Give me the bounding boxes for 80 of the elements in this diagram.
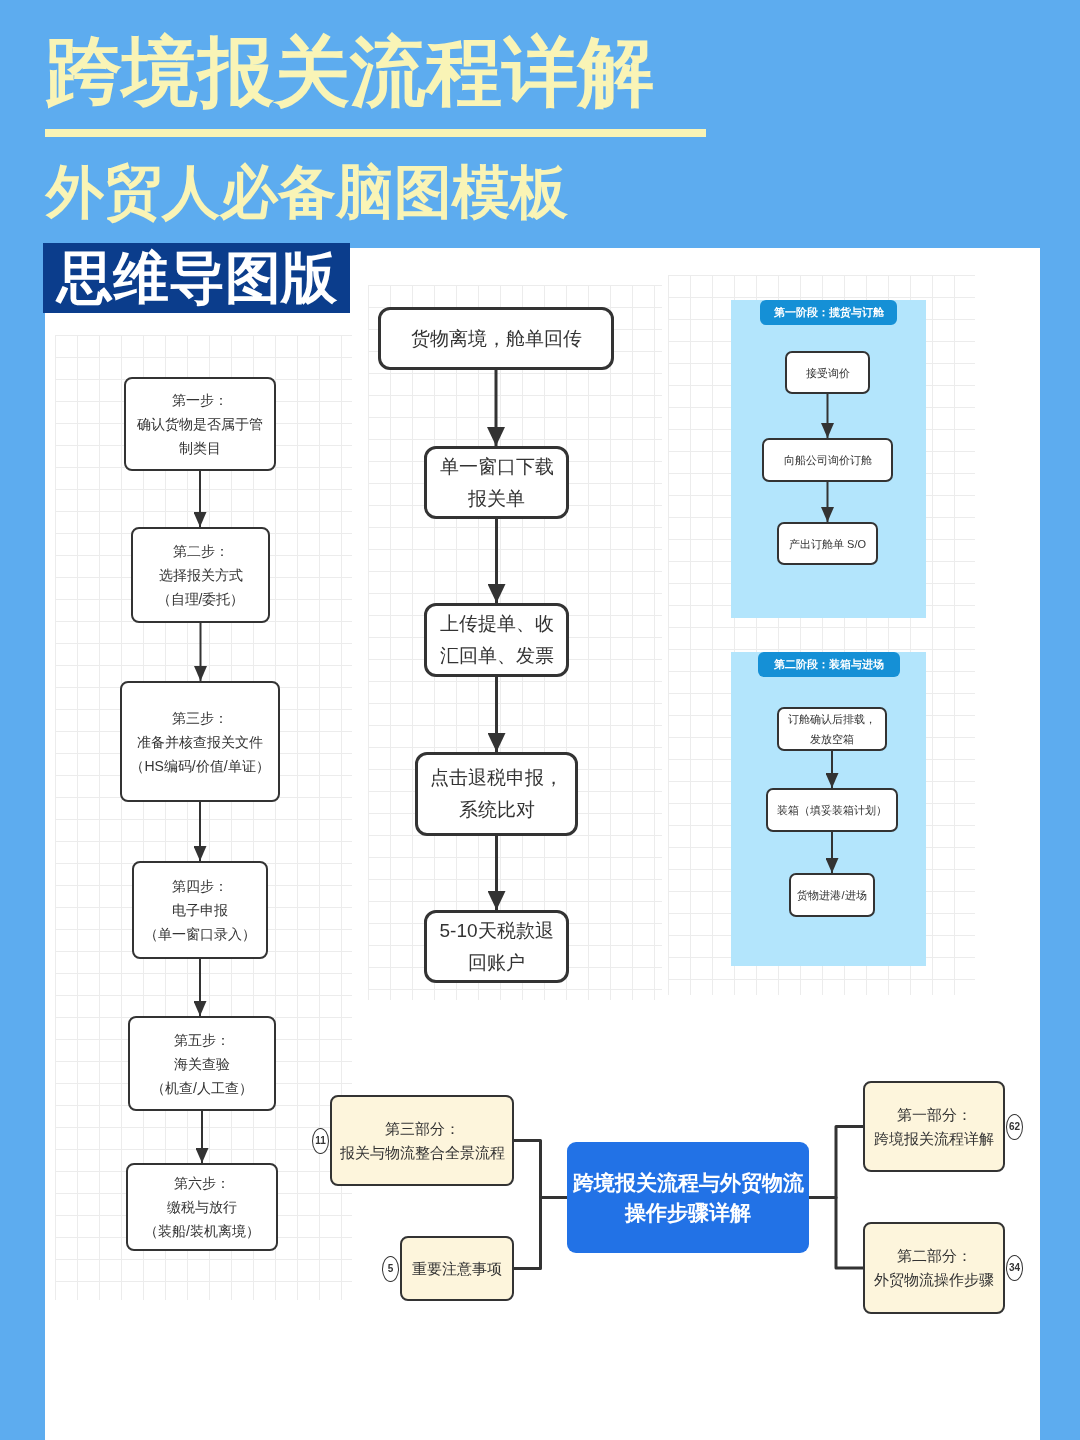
- step-title: 第六步：: [174, 1174, 230, 1193]
- node-label: 货物进港/进场: [797, 888, 867, 903]
- process-box: [132, 861, 268, 959]
- arrow: [195, 1110, 209, 1164]
- process-box: [424, 603, 569, 677]
- central-topic: [567, 1142, 809, 1253]
- section-text: 外贸物流操作步骤: [874, 1270, 994, 1290]
- topic-card: [863, 1081, 1005, 1172]
- section-text: 报关与物流整合全景流程: [339, 1142, 505, 1163]
- arrow: [193, 470, 207, 528]
- process-box: [777, 522, 878, 565]
- stage-panel: [731, 652, 926, 966]
- step-detail: 准备并核查报关文件: [137, 732, 263, 752]
- stage-heading: 第一阶段：揽货与订舱: [760, 300, 897, 325]
- step-detail: （机查/人工查）: [151, 1078, 253, 1098]
- step-title: 第三步：: [172, 708, 228, 728]
- node-label: 向船公司询价订舱: [783, 453, 872, 468]
- tag-label: 思维导图版: [43, 243, 350, 313]
- process-box: [424, 446, 569, 519]
- node-label: 上传提单、收汇回单、发票: [438, 612, 555, 668]
- process-box: [128, 1016, 276, 1111]
- process-box: [777, 707, 887, 751]
- step-title: 第二步：: [172, 542, 229, 561]
- step-detail: 选择报关方式: [158, 566, 243, 585]
- section-title: 第一部分：: [896, 1104, 972, 1125]
- process-box: [415, 752, 578, 836]
- arrow: [487, 677, 506, 752]
- arrow: [487, 519, 506, 603]
- process-box: [785, 351, 870, 394]
- step-detail: 缴税与放行: [167, 1198, 237, 1217]
- arrow: [193, 801, 207, 862]
- topic-card: [863, 1222, 1005, 1314]
- section-title: 第三部分：: [384, 1118, 460, 1139]
- step-detail: 海关查验: [174, 1054, 230, 1074]
- section-text: 跨境报关流程详解: [874, 1128, 994, 1149]
- process-box: [762, 438, 893, 482]
- node-label: 产出订舱单 S/O: [789, 536, 866, 552]
- connector-line: [514, 1196, 567, 1270]
- process-box: [789, 873, 875, 917]
- connector-line: [809, 1196, 863, 1270]
- arrow: [825, 831, 839, 874]
- process-box: [378, 307, 614, 370]
- step-detail: 电子申报: [172, 901, 228, 920]
- step-detail: 确认货物是否属于管制类目: [136, 415, 264, 458]
- topic-card: [400, 1236, 514, 1301]
- process-box: [424, 910, 569, 983]
- arrow: [487, 370, 505, 446]
- process-box: [126, 1163, 278, 1251]
- step-detail: （装船/装机离境）: [144, 1222, 260, 1241]
- step-title: 第五步：: [174, 1030, 230, 1050]
- node-label: 5-10天税款退回账户: [438, 918, 555, 975]
- process-box: [766, 788, 898, 832]
- node-label: 点击退税申报，系统比对: [429, 766, 564, 822]
- section-title: 重要注意事项: [412, 1258, 502, 1279]
- process-box: [131, 527, 270, 623]
- node-label: 单一窗口下载报关单: [438, 454, 555, 511]
- node-label: 订舱确认后排载，发放空箱: [787, 712, 877, 747]
- topic-card: [330, 1095, 514, 1186]
- process-box: [120, 681, 280, 802]
- title: 跨境报关流程详解: [46, 28, 654, 116]
- arrow: [821, 481, 834, 523]
- node-label: 接受询价: [805, 365, 850, 381]
- stage-panel: [731, 300, 926, 618]
- arrow: [821, 393, 834, 439]
- arrow: [825, 750, 839, 789]
- step-detail: （HS编码/价值/单证）: [130, 756, 270, 776]
- step-title: 第一步：: [172, 391, 228, 410]
- section-title: 第二部分：: [896, 1246, 972, 1266]
- arrow: [487, 836, 506, 910]
- node-label: 货物离境，舱单回传: [410, 326, 582, 351]
- arrow: [193, 958, 207, 1017]
- node-label: 装箱（填妥装箱计划）: [777, 803, 887, 818]
- step-detail: （自理/委托）: [156, 590, 245, 609]
- step-detail: （单一窗口录入）: [144, 925, 256, 944]
- process-box: [124, 377, 276, 471]
- stage-heading: 第二阶段：装箱与进场: [758, 652, 900, 677]
- arrow: [194, 622, 207, 682]
- subtitle: 外贸人必备脑图模板: [46, 158, 568, 226]
- topic-text: 跨境报关流程与外贸物流操作步骤详解: [571, 1169, 805, 1226]
- step-title: 第四步：: [172, 877, 228, 896]
